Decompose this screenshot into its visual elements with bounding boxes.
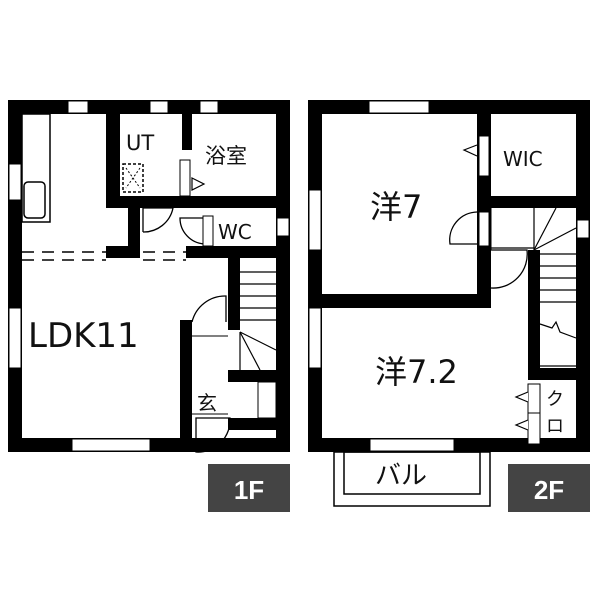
stairs-2f[interactable] [491, 207, 577, 367]
room-label-western1: 洋7 [370, 188, 422, 226]
floor-badge-1f-label: 1F [234, 475, 264, 505]
floor-2: バル 洋7 洋7.2 WIC ク ロ 2F [308, 100, 590, 512]
room-label-wic: WIC [503, 147, 543, 171]
room-label-balcony: バル [375, 461, 427, 491]
sink-icon [23, 181, 46, 219]
bath-door[interactable] [179, 159, 191, 197]
windows-1f [8, 100, 290, 452]
kitchen-counter [21, 113, 51, 223]
ut-door-swing[interactable] [142, 207, 174, 233]
wc-door-swing[interactable] [179, 217, 205, 245]
room1-door-swing[interactable] [449, 211, 478, 245]
wic-door[interactable] [478, 135, 490, 177]
room-label-closet-bottom: ロ [546, 416, 564, 437]
entrance-door-swing[interactable] [195, 417, 231, 453]
closet-door[interactable] [527, 383, 541, 445]
room-label-bath: 浴室 [205, 144, 247, 168]
room-label-western2: 洋7.2 [375, 353, 458, 391]
floor-badge-1f [208, 464, 290, 512]
interior-walls-2f [308, 100, 590, 380]
hall-door-swing[interactable] [191, 295, 227, 323]
floor-badge-2f [508, 464, 590, 512]
floor-1: LDK11 UT 浴室 WC 玄 1F [8, 100, 290, 512]
room2-door-swing[interactable] [490, 249, 528, 289]
room-label-wc: WC [218, 220, 252, 244]
stairs-1f[interactable] [239, 271, 277, 371]
room-label-ldk: LDK11 [28, 316, 139, 356]
floor-badge-2f-label: 2F [534, 475, 564, 505]
windows-2f [308, 100, 590, 452]
room-label-ut: UT [126, 131, 154, 155]
washer-icon [122, 163, 144, 193]
outer-wall-2f [308, 100, 590, 452]
room-label-entrance: 玄 [197, 391, 217, 415]
room-label-closet-top: ク [546, 389, 564, 410]
interior-walls-1f [106, 100, 290, 452]
